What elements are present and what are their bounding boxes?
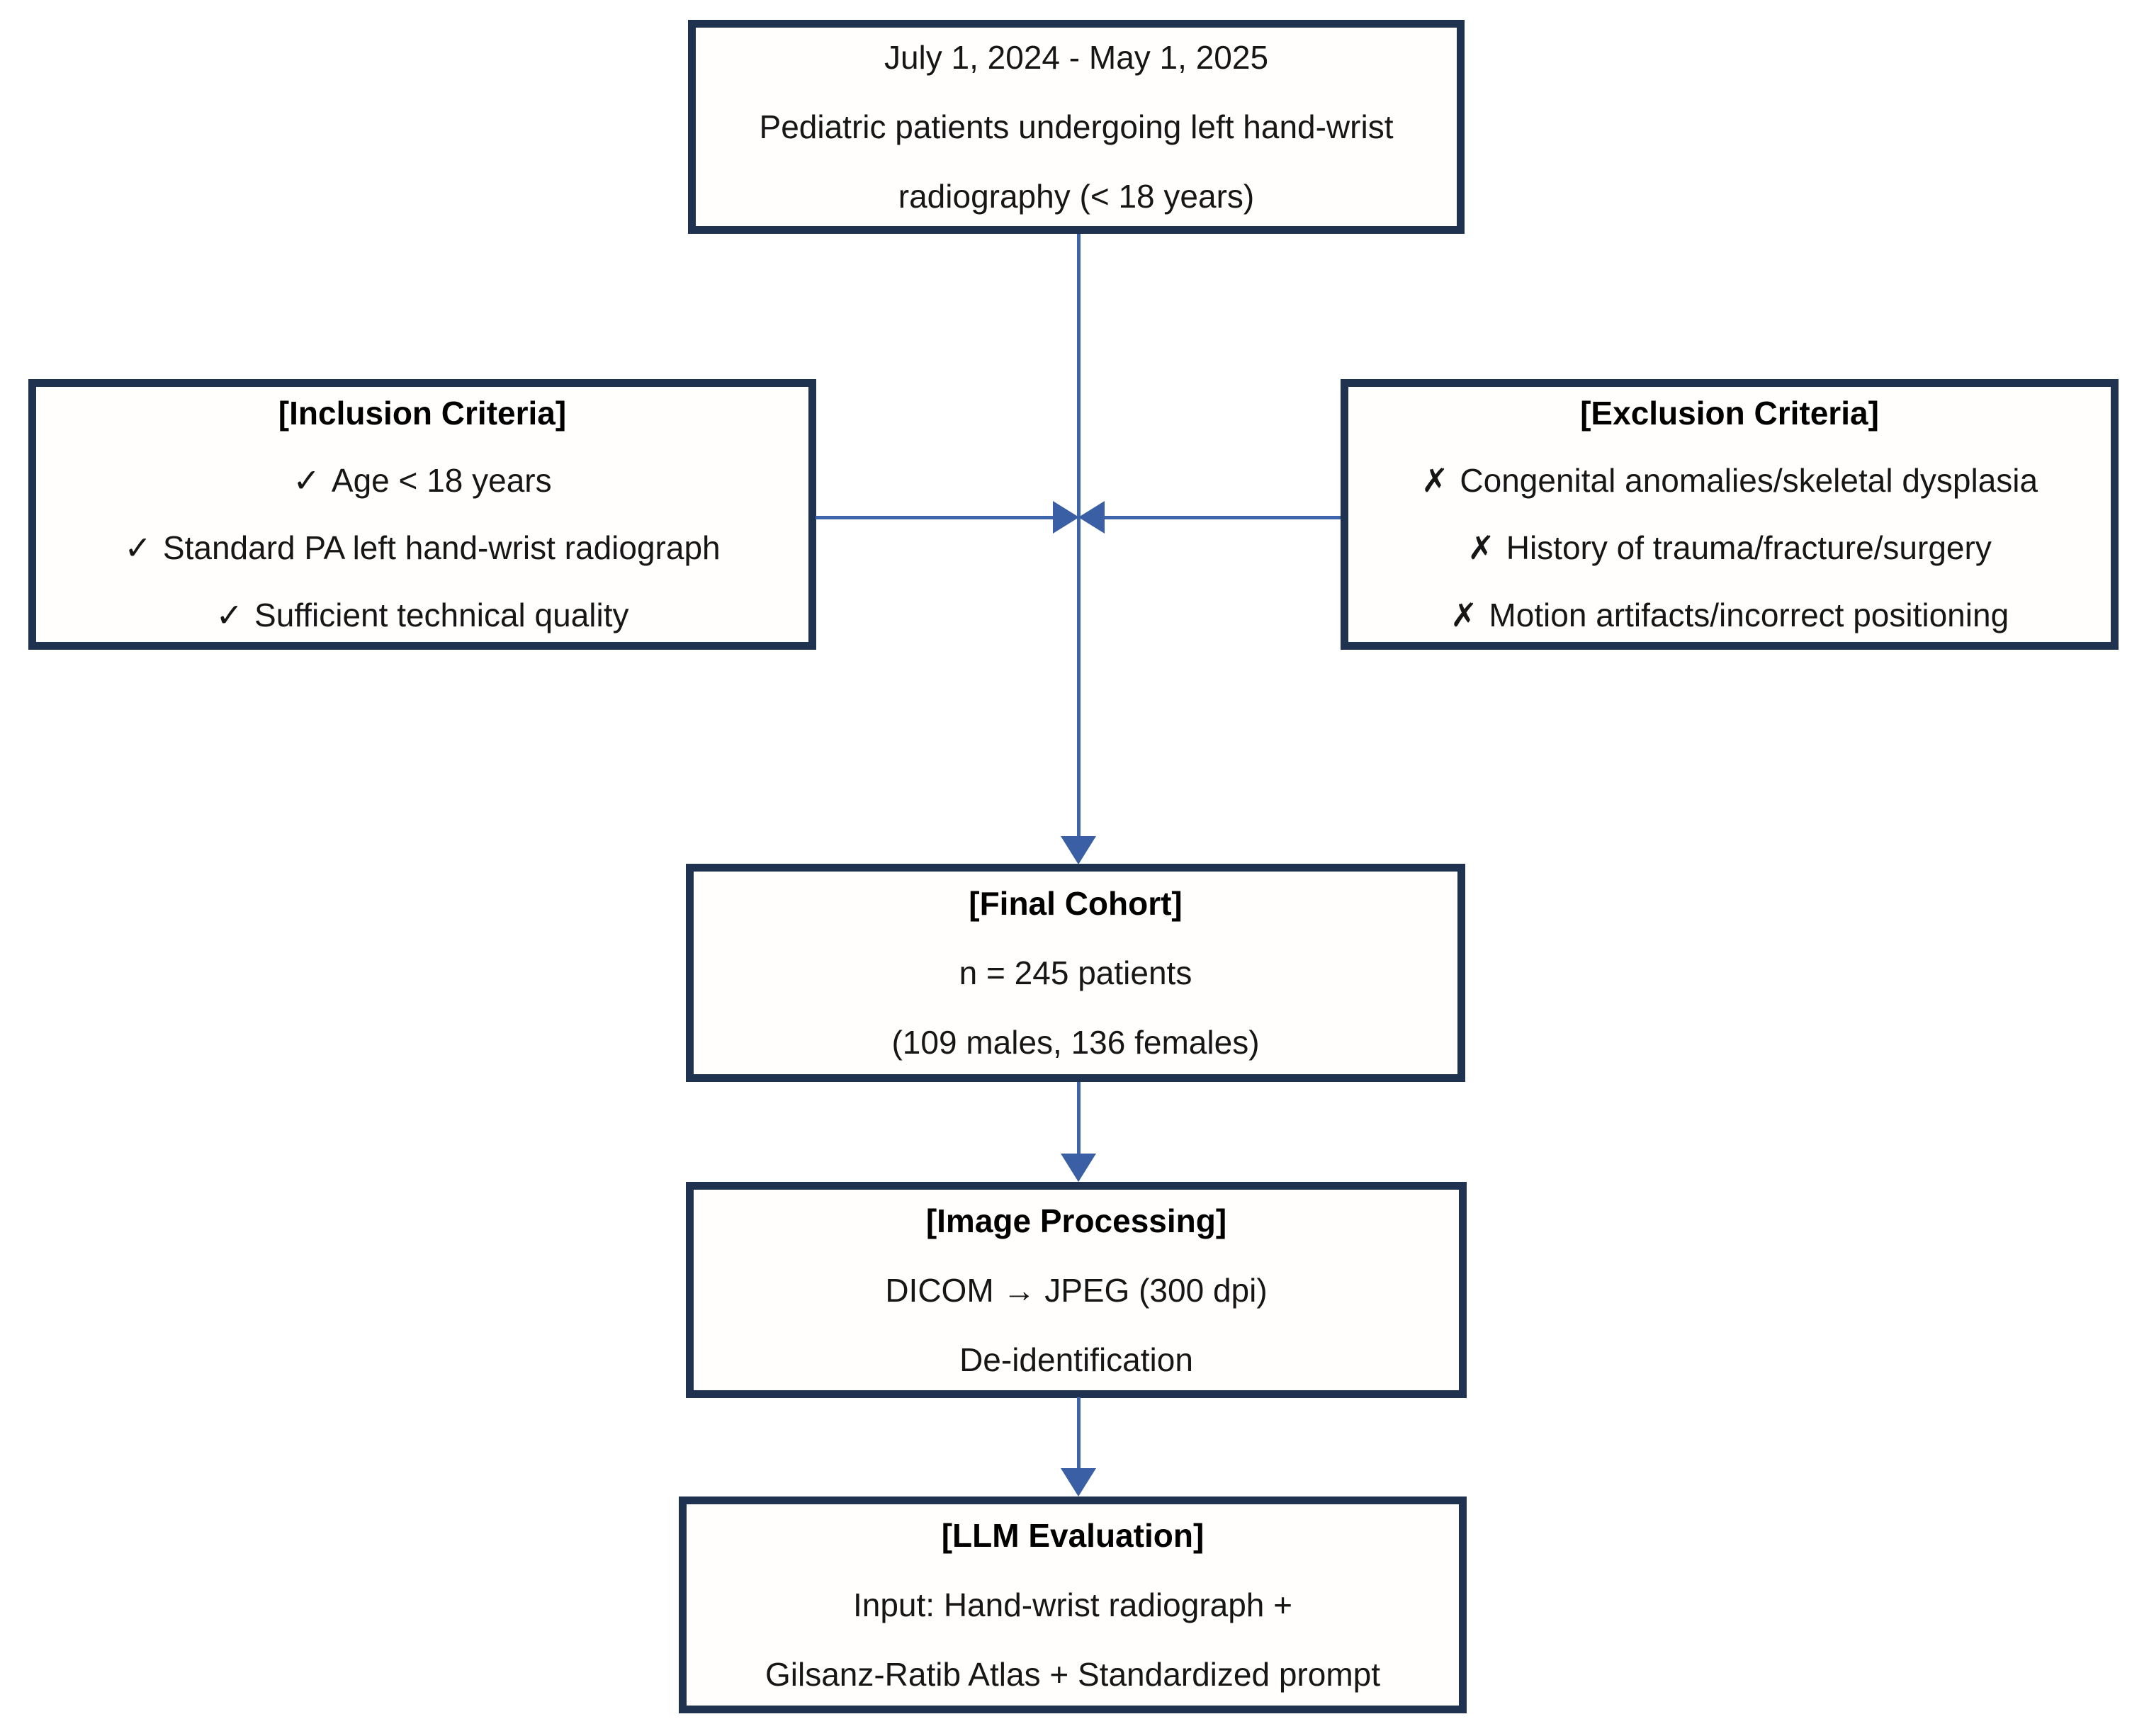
connector-processing-to-llm bbox=[1077, 1397, 1081, 1468]
llm-evaluation-input-line1: Input: Hand-wrist radiograph + bbox=[852, 1586, 1293, 1623]
inclusion-criteria-title: [Inclusion Criteria] bbox=[278, 395, 567, 432]
arrowhead-right-icon bbox=[1053, 501, 1079, 534]
connector-inclusion-to-center bbox=[816, 516, 1053, 519]
exclusion-criteria-box: [Exclusion Criteria] ✗ Congenital anomali… bbox=[1341, 379, 2119, 650]
exclusion-item-text: History of trauma/fracture/surgery bbox=[1506, 529, 1992, 566]
arrowhead-down-icon bbox=[1061, 1154, 1096, 1182]
inclusion-item: ✓ Sufficient technical quality bbox=[215, 582, 628, 649]
study-period-box: July 1, 2024 - May 1, 2025 Pediatric pat… bbox=[688, 20, 1465, 234]
exclusion-item: ✗ Motion artifacts/incorrect positioning bbox=[1450, 582, 2009, 649]
image-processing-deidentification: De-identification bbox=[959, 1341, 1193, 1378]
image-processing-box: [Image Processing] DICOM → JPEG (300 dpi… bbox=[686, 1182, 1467, 1398]
connector-cohort-to-processing bbox=[1077, 1082, 1081, 1154]
study-population-line1: Pediatric patients undergoing left hand-… bbox=[759, 108, 1394, 145]
inclusion-item-text: Age < 18 years bbox=[331, 462, 552, 499]
inclusion-item-text: Standard PA left hand-wrist radiograph bbox=[162, 529, 721, 566]
connector-top-to-final-cohort bbox=[1077, 234, 1081, 838]
exclusion-item: ✗ Congenital anomalies/skeletal dysplasia bbox=[1421, 447, 2038, 514]
exclusion-item-text: Motion artifacts/incorrect positioning bbox=[1489, 597, 2009, 633]
exclusion-criteria-title: [Exclusion Criteria] bbox=[1580, 395, 1879, 432]
connector-exclusion-to-center bbox=[1104, 516, 1341, 519]
inclusion-criteria-box: [Inclusion Criteria] ✓ Age < 18 years ✓ St… bbox=[28, 379, 816, 650]
study-period-dates: July 1, 2024 - May 1, 2025 bbox=[884, 39, 1269, 76]
arrowhead-down-icon bbox=[1061, 836, 1096, 864]
cross-icon: ✗ bbox=[1467, 529, 1495, 566]
image-processing-title: [Image Processing] bbox=[925, 1202, 1227, 1239]
check-icon: ✓ bbox=[293, 462, 320, 499]
final-cohort-title: [Final Cohort] bbox=[969, 885, 1183, 922]
exclusion-item-text: Congenital anomalies/skeletal dysplasia bbox=[1460, 462, 2038, 499]
llm-evaluation-box: [LLM Evaluation] Input: Hand-wrist radio… bbox=[679, 1497, 1467, 1713]
llm-evaluation-input-line2: Gilsanz-Ratib Atlas + Standardized promp… bbox=[765, 1656, 1381, 1693]
image-processing-conversion: DICOM → JPEG (300 dpi) bbox=[885, 1271, 1268, 1309]
inclusion-item-text: Sufficient technical quality bbox=[254, 597, 629, 633]
arrowhead-down-icon bbox=[1061, 1468, 1096, 1497]
final-cohort-n: n = 245 patients bbox=[959, 954, 1192, 991]
final-cohort-sex-breakdown: (109 males, 136 females) bbox=[891, 1024, 1260, 1061]
exclusion-item: ✗ History of trauma/fracture/surgery bbox=[1467, 514, 1992, 582]
final-cohort-box: [Final Cohort] n = 245 patients (109 mal… bbox=[686, 864, 1465, 1082]
inclusion-item: ✓ Standard PA left hand-wrist radiograph bbox=[124, 514, 720, 582]
study-population-line2: radiography (< 18 years) bbox=[898, 178, 1255, 215]
cross-icon: ✗ bbox=[1421, 462, 1449, 499]
arrowhead-left-icon bbox=[1078, 501, 1105, 534]
cross-icon: ✗ bbox=[1450, 597, 1478, 633]
inclusion-item: ✓ Age < 18 years bbox=[293, 447, 551, 514]
check-icon: ✓ bbox=[215, 597, 244, 633]
llm-evaluation-title: [LLM Evaluation] bbox=[941, 1517, 1205, 1554]
check-icon: ✓ bbox=[124, 529, 152, 566]
